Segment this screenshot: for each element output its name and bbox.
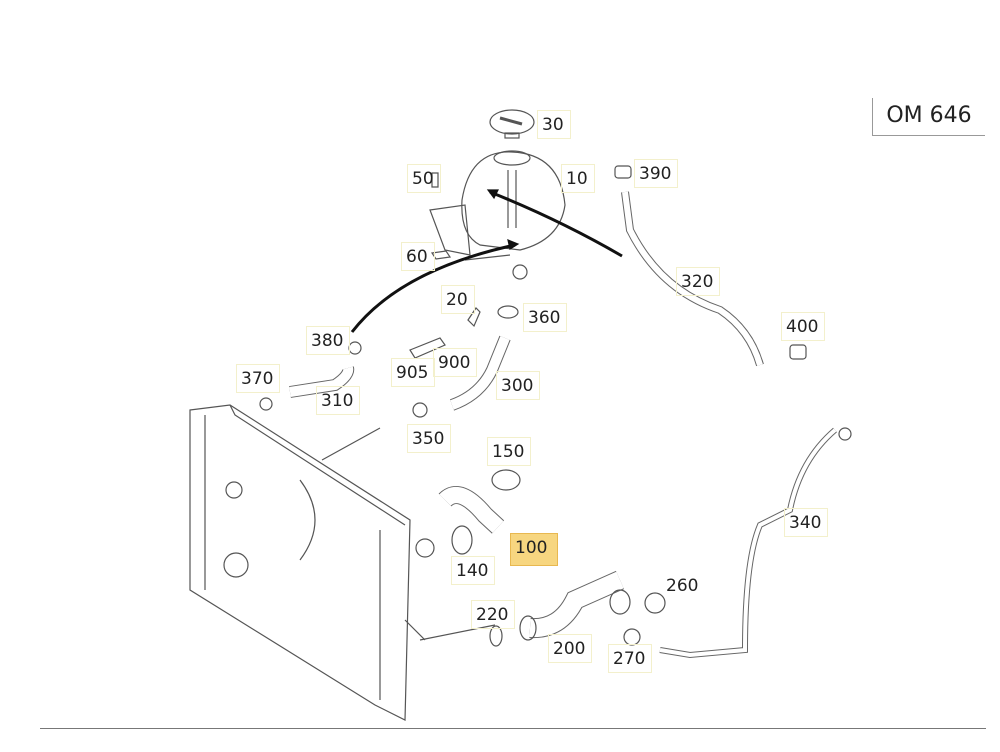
part-label-260[interactable]: 260 [666,576,699,596]
expansion-tank-drawing [429,150,566,280]
part-label-150[interactable]: 150 [487,437,532,466]
part-label-350[interactable]: 350 [407,424,452,453]
part-label-20[interactable]: 20 [441,285,475,314]
part-label-340[interactable]: 340 [784,508,829,537]
part-label-390[interactable]: 390 [634,159,679,188]
cap-30-drawing [489,109,535,139]
engine-model-label: OM 646 [872,98,985,136]
part-label-905[interactable]: 905 [391,358,436,387]
part-label-300[interactable]: 300 [496,371,541,400]
bottom-divider [40,728,986,729]
part-label-310[interactable]: 310 [316,386,361,415]
part-label-30[interactable]: 30 [537,110,571,139]
part-label-400[interactable]: 400 [781,312,826,341]
flow-arrow [489,190,623,258]
part-label-320[interactable]: 320 [676,267,721,296]
part-label-60[interactable]: 60 [401,242,435,271]
part-label-220[interactable]: 220 [471,600,516,629]
part-label-370[interactable]: 370 [236,364,281,393]
part-label-140[interactable]: 140 [451,556,496,585]
part-label-380[interactable]: 380 [306,326,351,355]
part-label-100-highlighted[interactable]: 100 [510,533,558,566]
flow-arrow [350,243,516,333]
part-label-360[interactable]: 360 [523,303,568,332]
part-label-270[interactable]: 270 [608,644,653,673]
part-label-10[interactable]: 10 [561,164,595,193]
part-label-900[interactable]: 900 [433,348,478,377]
part-label-200[interactable]: 200 [548,634,593,663]
radiator-drawing [189,404,496,721]
part-label-50[interactable]: 50 [407,164,441,193]
